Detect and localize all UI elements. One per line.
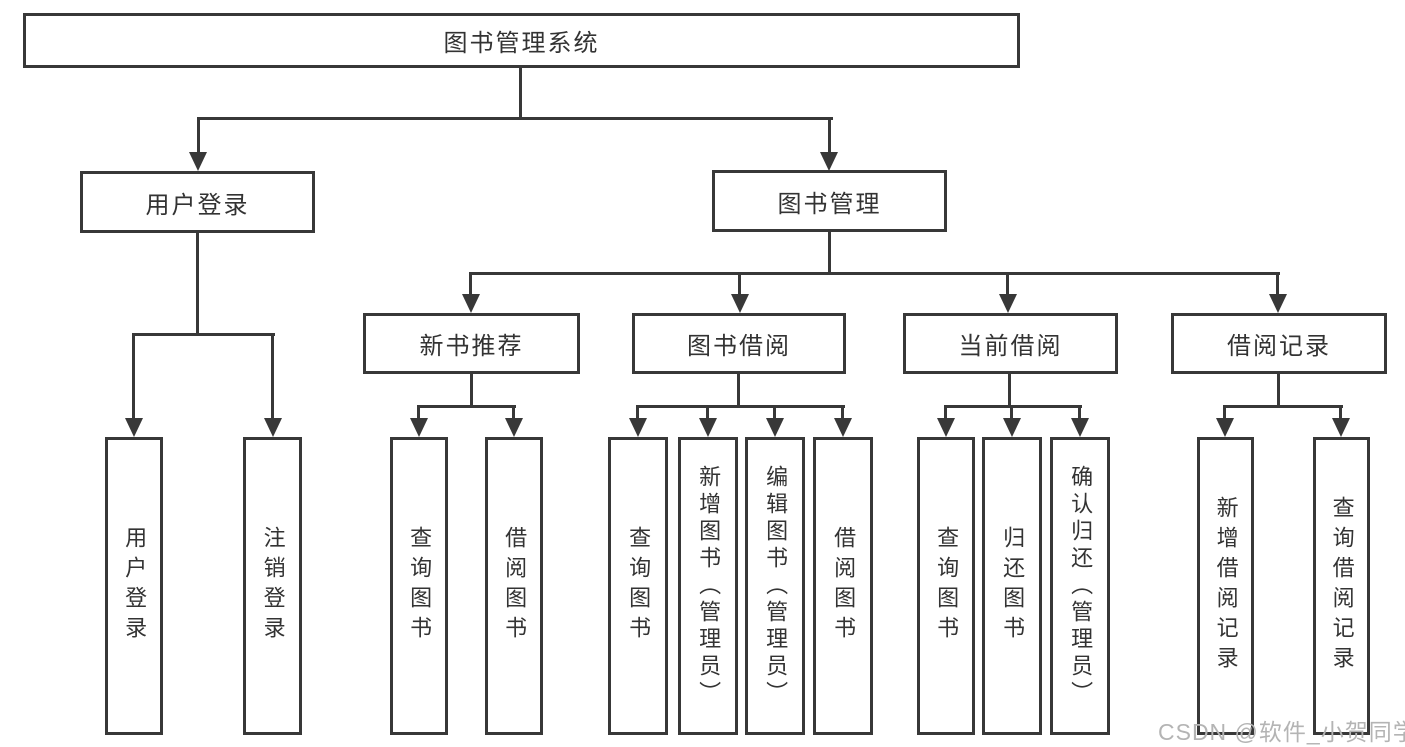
arrow-down-icon [462,294,480,313]
connector-line [132,333,135,418]
node-book-management: 图书管理 [712,170,947,232]
node-label: 用户登录 [145,191,250,219]
node-label: 查询图书 [626,526,652,646]
connector-line [828,117,831,154]
node-label: 借阅记录 [1227,333,1331,360]
node-label: 图书管理系统 [443,30,600,57]
arrow-down-icon [1216,418,1234,437]
leaf-add-book-admin: 新增图书（管理员） [678,437,738,735]
leaf-borrow-book-2: 借阅图书 [813,437,873,735]
connector-line [706,405,709,420]
node-label: 查询借阅记录 [1329,496,1355,676]
arrow-down-icon [125,418,143,437]
connector-line [196,233,199,336]
node-label: 新增图书（管理员） [696,464,722,708]
arrow-down-icon [1332,418,1350,437]
connector-line [1006,272,1009,296]
connector-line [470,272,1280,275]
connector-line [828,232,831,275]
leaf-add-borrow-record: 新增借阅记录 [1197,437,1254,735]
leaf-borrow-book-1: 借阅图书 [485,437,543,735]
arrow-down-icon [1003,418,1021,437]
connector-line [1277,374,1280,407]
node-root-system: 图书管理系统 [23,13,1020,68]
connector-line [197,117,200,154]
arrow-down-icon [189,152,207,171]
node-book-borrow: 图书借阅 [632,313,846,374]
connector-line [1008,374,1011,407]
arrow-down-icon [505,418,523,437]
leaf-query-book-1: 查询图书 [390,437,448,735]
arrow-down-icon [937,418,955,437]
connector-line [773,405,776,420]
node-label: 注销登录 [260,526,286,646]
connector-line [637,405,845,408]
arrow-down-icon [629,418,647,437]
node-label: 借阅图书 [831,526,857,646]
connector-line [841,405,844,420]
connector-line [197,117,833,120]
arrow-down-icon [410,418,428,437]
node-label: 图书借阅 [687,333,791,360]
connector-line [944,405,947,420]
node-label: 新书推荐 [419,333,524,360]
node-label: 确认归还（管理员） [1068,464,1094,708]
connector-line [470,374,473,407]
connector-line [1078,405,1081,420]
arrow-down-icon [999,294,1017,313]
connector-line [512,405,515,420]
connector-line [1224,405,1343,408]
connector-line [469,272,472,296]
connector-line [271,333,274,418]
connector-line [133,333,275,336]
leaf-query-book-3: 查询图书 [917,437,975,735]
node-label: 用户登录 [122,526,148,646]
arrow-down-icon [834,418,852,437]
connector-line [418,405,516,408]
connector-line [737,374,740,407]
arrow-down-icon [766,418,784,437]
connector-line [1223,405,1226,420]
arrow-down-icon [731,294,749,313]
connector-line [1339,405,1342,420]
watermark: CSDN @软件_小贺同学 [1158,719,1405,745]
node-user-login: 用户登录 [80,171,315,233]
connector-line [738,272,741,296]
leaf-query-borrow-record: 查询借阅记录 [1313,437,1370,735]
node-label: 当前借阅 [958,333,1063,360]
connector-line [519,68,522,120]
leaf-user-login: 用户登录 [105,437,163,735]
node-label: 借阅图书 [502,526,528,646]
arrow-down-icon [1269,294,1287,313]
connector-line [1276,272,1279,296]
leaf-confirm-return-admin: 确认归还（管理员） [1050,437,1110,735]
leaf-return-book: 归还图书 [982,437,1042,735]
arrow-down-icon [699,418,717,437]
leaf-edit-book-admin: 编辑图书（管理员） [745,437,805,735]
leaf-logout: 注销登录 [243,437,302,735]
node-label: 编辑图书（管理员） [763,464,789,708]
node-label: 图书管理 [777,190,882,218]
node-label: 查询图书 [407,526,433,646]
node-label: 新增借阅记录 [1213,496,1239,676]
node-label: 归还图书 [1000,526,1026,646]
node-new-book-recommend: 新书推荐 [363,313,580,374]
arrow-down-icon [820,152,838,171]
connector-line [1010,405,1013,420]
arrow-down-icon [264,418,282,437]
connector-line [945,405,1082,408]
leaf-query-book-2: 查询图书 [608,437,668,735]
node-current-borrow: 当前借阅 [903,313,1118,374]
node-label: 查询图书 [934,526,960,646]
connector-line [636,405,639,420]
arrow-down-icon [1071,418,1089,437]
node-borrow-record: 借阅记录 [1171,313,1387,374]
connector-line [417,405,420,420]
